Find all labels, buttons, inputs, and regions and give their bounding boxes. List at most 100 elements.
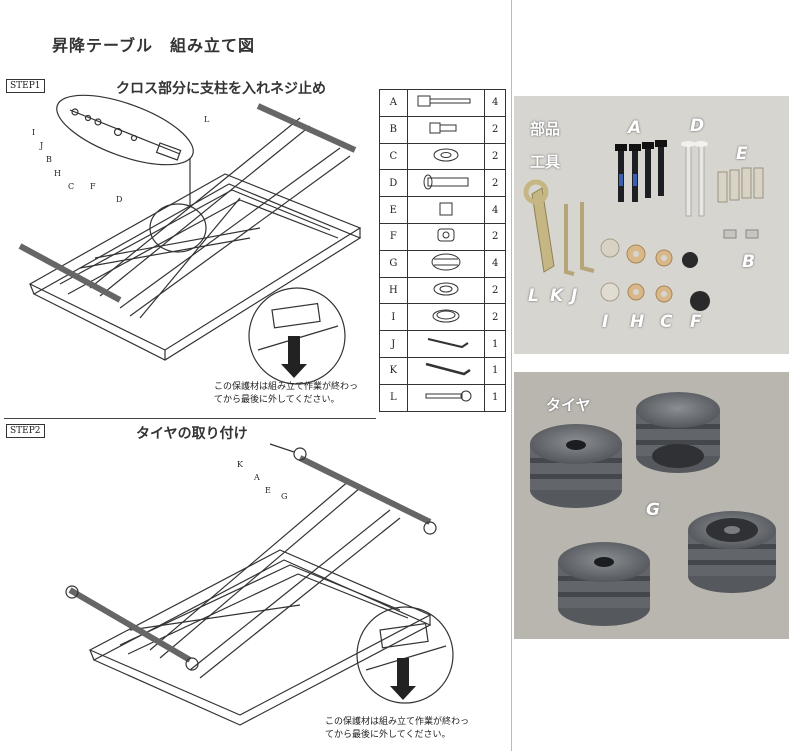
callout-k: K (237, 460, 243, 469)
top-bar (256, 103, 357, 153)
callout-i: I (32, 128, 36, 137)
lower-bar (68, 587, 192, 663)
cross-leg-2 (119, 147, 341, 309)
cap-washer-icon (406, 303, 486, 332)
part-letter: C (379, 142, 408, 171)
assembly-manual-sheet: 昇降テーブル 組み立て図 STEP1 クロス部分に支柱を入れネジ止め (4, 0, 512, 751)
protector-detail-circle (248, 287, 346, 385)
lower-bar (18, 243, 122, 303)
part-quantity: 4 (484, 196, 506, 224)
sleeve-icon (406, 196, 486, 224)
step1-label: STEP1 (6, 79, 45, 93)
wheels-photo-drawing (530, 392, 776, 626)
step2-label: STEP2 (6, 424, 45, 438)
label-b: B (742, 252, 755, 272)
flat-washer-icon (406, 142, 486, 171)
callout-d: D (116, 195, 123, 204)
spacer-icon (406, 222, 486, 251)
down-arrow-icon (390, 658, 416, 700)
label-c: C (660, 312, 673, 332)
callout-a: A (254, 473, 260, 482)
step2-caution: この保護材は組み立て作業が終わっ てから最後に外してください。 (325, 717, 470, 740)
callout-c: C (68, 182, 75, 191)
part-letter: K (379, 356, 408, 385)
step1-title: クロス部分に支柱を入れネジ止め (116, 81, 326, 97)
part-quantity: 2 (484, 142, 506, 171)
hex-key-small-icon (406, 330, 486, 358)
label-f: F (690, 312, 702, 332)
parts-photo: 部品 工具 A D E B L K J I H C F (514, 96, 789, 354)
part-quantity: 2 (484, 115, 506, 144)
part-quantity: 1 (484, 383, 506, 412)
part-quantity: 4 (484, 89, 506, 117)
washer-icon (406, 276, 486, 305)
part-letter: E (379, 196, 408, 224)
part-letter: B (379, 115, 408, 144)
callout-j: J (40, 141, 44, 150)
label-tools: 工具 (530, 153, 561, 171)
part-quantity: 1 (484, 356, 506, 385)
label-d: D (690, 116, 705, 136)
callout-g: G (281, 492, 288, 501)
label-k: K (550, 286, 564, 306)
down-arrow-icon (281, 336, 307, 378)
callout-e: E (265, 486, 271, 495)
wheel-2 (636, 392, 720, 473)
hex-key-large-icon (406, 356, 486, 385)
part-quantity: 2 (484, 222, 506, 251)
wheel-4 (688, 511, 776, 593)
part-quantity: 2 (484, 303, 506, 332)
part-quantity: 4 (484, 249, 506, 278)
part-letter: J (379, 330, 408, 358)
step1-diagram (18, 94, 362, 385)
wheel-3 (558, 542, 650, 626)
protector-detail-circle (356, 606, 454, 704)
wrench-icon (406, 383, 486, 412)
step-divider (4, 418, 376, 419)
label-i: I (602, 312, 609, 332)
callout-b: B (46, 155, 52, 164)
callout-f: F (90, 182, 96, 191)
step2-diagram (65, 443, 454, 726)
label-l: L (528, 286, 539, 306)
label-tire: タイヤ (546, 396, 591, 414)
manual-title: 昇降テーブル 組み立て図 (52, 36, 256, 55)
label-j: J (571, 286, 578, 306)
detail-ellipse-1 (56, 94, 194, 166)
label-a: A (628, 118, 642, 138)
short-bolt-icon (406, 115, 486, 144)
part-letter: G (379, 249, 408, 278)
wheel-icon (293, 447, 307, 461)
step2-title: タイヤの取り付け (136, 426, 248, 442)
wheel-1 (530, 424, 622, 508)
parts-photo-drawing (523, 140, 764, 311)
label-e: E (736, 144, 748, 164)
part-letter: D (379, 169, 408, 198)
wheels-photo: タイヤ G (514, 372, 789, 639)
callout-l: L (204, 115, 210, 124)
part-quantity: 2 (484, 169, 506, 198)
part-letter: I (379, 303, 408, 332)
label-parts: 部品 (530, 120, 561, 138)
long-bolt-icon (406, 89, 486, 117)
label-g: G (646, 500, 660, 520)
part-letter: H (379, 276, 408, 305)
part-quantity: 1 (484, 330, 506, 358)
label-h: H (630, 312, 645, 332)
pin-icon (406, 169, 486, 198)
base-frame (28, 173, 362, 351)
bolt-a-group (615, 140, 667, 202)
